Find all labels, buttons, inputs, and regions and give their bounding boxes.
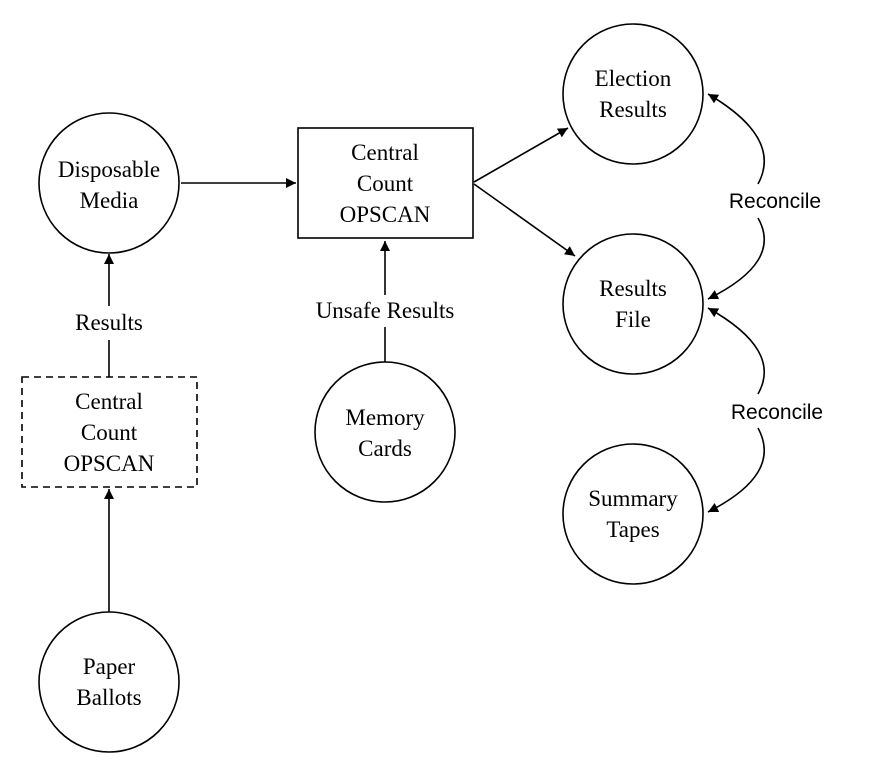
node-central-count-opscan: Central Count OPSCAN xyxy=(297,127,474,239)
node-label-line: Tapes xyxy=(606,517,659,542)
edge-label-reconcile-upper: Reconcile xyxy=(729,190,821,213)
edge-central-count-to-results-file xyxy=(473,183,576,257)
node-label-line: File xyxy=(615,307,651,332)
edge-label-results: Results xyxy=(75,310,143,335)
edge-reconcile-to-election-results xyxy=(707,93,766,185)
node-label-line: Ballots xyxy=(76,685,141,710)
node-label-line: Central xyxy=(75,389,143,414)
node-summary-tapes: Summary Tapes xyxy=(562,443,704,585)
node-results-file: Results File xyxy=(562,233,704,375)
node-label-line: Central xyxy=(351,140,419,165)
node-label-line: Results xyxy=(599,97,667,122)
node-label-line: Election xyxy=(595,66,672,91)
edge-label-unsafe-results: Unsafe Results xyxy=(316,298,455,323)
node-label-line: Paper xyxy=(83,654,136,679)
node-label-line: OPSCAN xyxy=(64,451,155,476)
edge-reconcile-to-results-file xyxy=(707,217,766,300)
node-memory-cards: Memory Cards xyxy=(314,361,456,503)
node-label-line: OPSCAN xyxy=(340,202,431,227)
node-label-line: Results xyxy=(599,276,667,301)
node-label-line: Cards xyxy=(358,436,412,461)
edge-label-reconcile-lower: Reconcile xyxy=(731,401,823,424)
node-disposable-media: Disposable Media xyxy=(38,112,180,254)
node-paper-ballots: Paper Ballots xyxy=(38,611,180,753)
node-election-results: Election Results xyxy=(562,23,704,165)
node-label-line: Count xyxy=(81,420,138,445)
node-label-line: Memory xyxy=(345,405,425,430)
edge-reconcile2-to-summary-tapes xyxy=(707,427,766,513)
edge-central-count-to-election-results xyxy=(473,127,569,183)
node-label-line: Count xyxy=(357,171,414,196)
edge-reconcile2-to-results-file xyxy=(707,307,766,395)
node-label-line: Disposable xyxy=(58,157,160,182)
node-central-count-opscan-dashed: Central Count OPSCAN xyxy=(21,376,198,488)
node-label-line: Summary xyxy=(588,486,678,511)
node-label-line: Media xyxy=(80,188,139,213)
